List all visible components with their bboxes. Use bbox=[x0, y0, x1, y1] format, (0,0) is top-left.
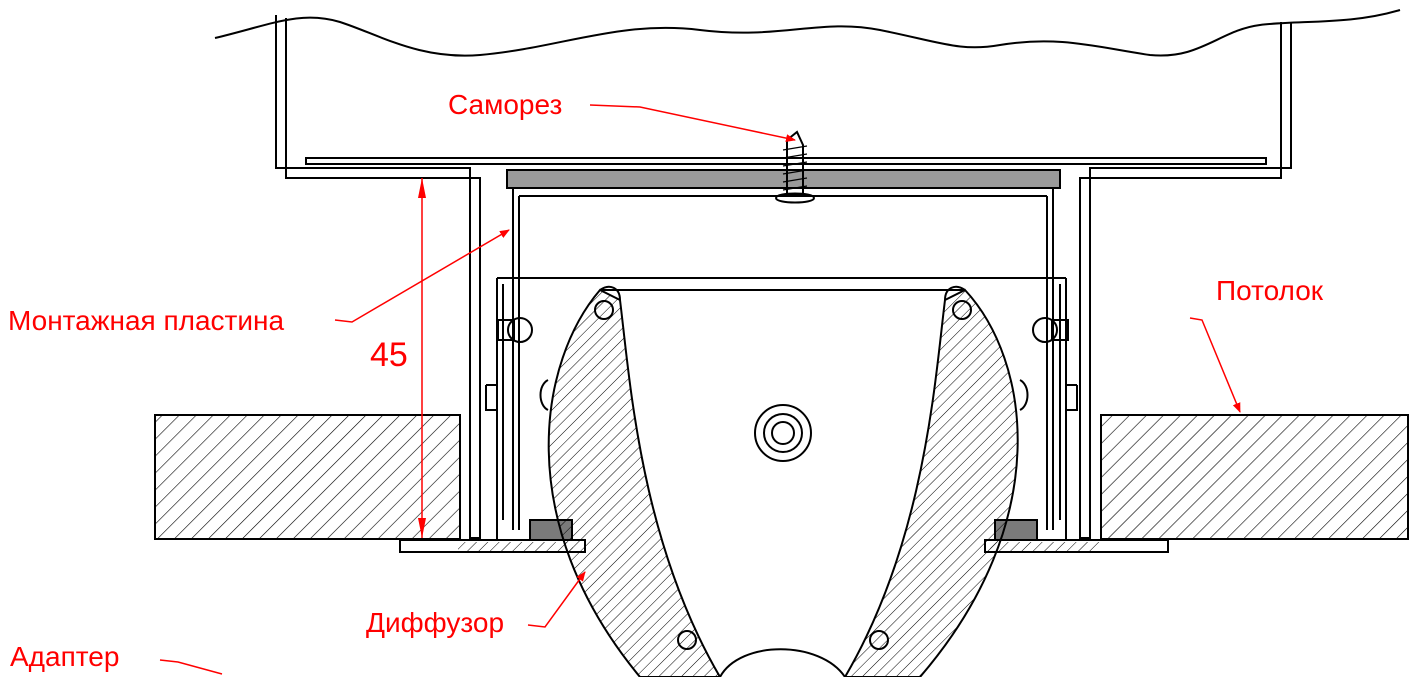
adapter-leader bbox=[159, 659, 223, 675]
ceiling-panel-right bbox=[1100, 414, 1409, 540]
screw-leader bbox=[589, 104, 796, 143]
leader-lines bbox=[159, 104, 1241, 675]
mounting-plate-leader bbox=[334, 229, 510, 323]
label-screw: Саморез bbox=[448, 89, 562, 120]
center-knob bbox=[754, 404, 812, 462]
screw bbox=[774, 130, 816, 204]
dimension-value: 45 bbox=[370, 336, 408, 374]
labels: Саморез Монтажная пластина Потолок Диффу… bbox=[8, 89, 1324, 672]
label-diffuser: Диффузор bbox=[366, 607, 504, 638]
ceiling-panels bbox=[154, 414, 1409, 540]
label-ceiling: Потолок bbox=[1216, 275, 1324, 306]
mounting-plate bbox=[506, 169, 1061, 530]
dimension-45: 45 bbox=[370, 178, 426, 538]
diffuser-leader bbox=[527, 571, 586, 628]
ceiling-panel-left bbox=[154, 414, 461, 540]
label-mounting-plate: Монтажная пластина bbox=[8, 305, 284, 336]
ceiling-leader bbox=[1189, 317, 1241, 413]
diffuser-lens bbox=[539, 285, 1029, 677]
label-adapter: Адаптер bbox=[10, 641, 119, 672]
